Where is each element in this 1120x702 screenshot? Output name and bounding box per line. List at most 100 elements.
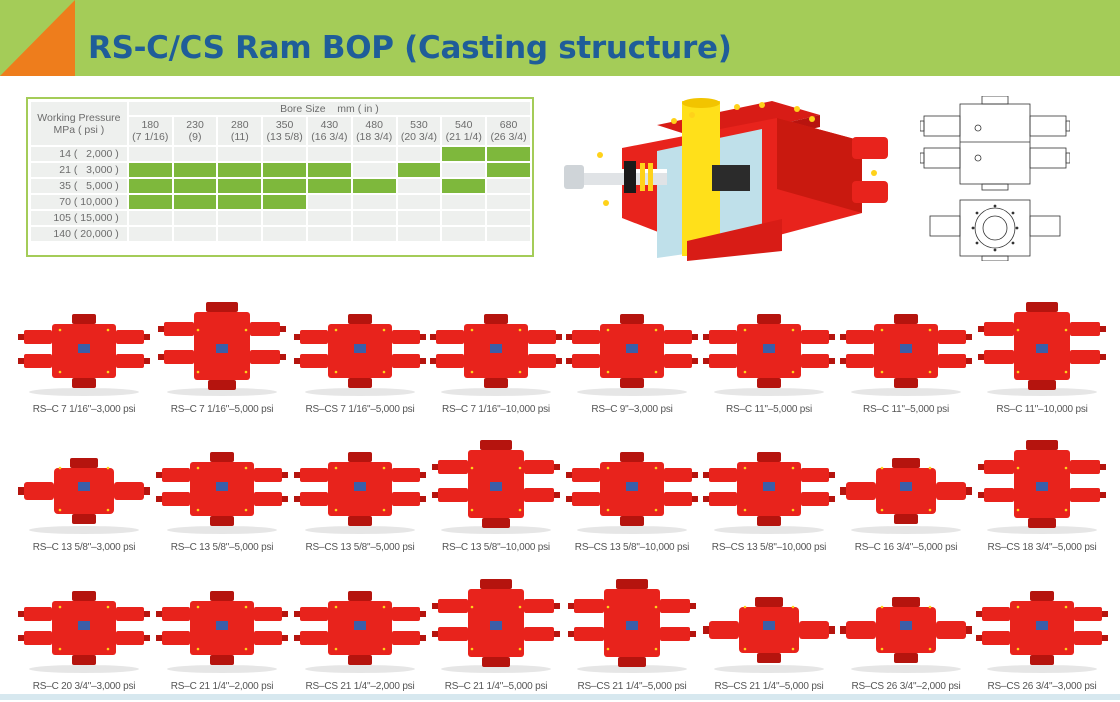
available-cell	[128, 163, 172, 177]
empty-cell	[397, 195, 441, 209]
empty-cell	[263, 147, 306, 161]
bore-size-mm: 430	[320, 119, 339, 131]
empty-cell	[218, 227, 262, 241]
available-cell	[442, 179, 486, 193]
bore-size-mm: 280	[231, 119, 249, 131]
bop-product-image	[18, 591, 150, 673]
bore-size-mm: 350	[275, 119, 294, 131]
available-cell	[173, 195, 217, 209]
bore-size-col-180: 180(7 1/16)	[128, 117, 172, 145]
bore-size-in: (7 1/16)	[132, 131, 169, 143]
gallery-item: RS–C 13 5/8"–5,000 psi	[156, 438, 288, 563]
pressure-label: 140 ( 20,000 )	[31, 227, 127, 241]
available-cell	[307, 163, 351, 177]
gallery-item: RS–CS 7 1/16"–5,000 psi	[294, 300, 426, 425]
pressure-row: 14 ( 2,000 )	[31, 147, 530, 161]
bore-size-col-480: 480(18 3/4)	[352, 117, 396, 145]
product-caption: RS–C 11"–10,000 psi	[996, 404, 1088, 415]
bop-product-image	[156, 452, 288, 534]
gallery-item: RS–C 21 1/4"–5,000 psi	[430, 577, 562, 702]
bop-line-drawing	[920, 96, 1070, 261]
available-cell	[173, 179, 217, 193]
bore-size-in: (11)	[230, 131, 249, 143]
product-caption: RS–CS 21 1/4"–2,000 psi	[305, 681, 415, 692]
gallery-item: RS–C 11"–5,000 psi	[703, 300, 835, 425]
available-cell	[263, 163, 306, 177]
bore-size-in: (18 3/4)	[356, 131, 393, 143]
pressure-label: 70 ( 10,000 )	[31, 195, 127, 209]
empty-cell	[397, 211, 441, 225]
empty-cell	[442, 195, 486, 209]
bop-product-image	[566, 314, 698, 396]
available-cell	[307, 179, 351, 193]
bore-size-col-430: 430(16 3/4)	[307, 117, 351, 145]
pressure-row: 105 ( 15,000 )	[31, 211, 530, 225]
empty-cell	[352, 195, 396, 209]
gallery-item: RS–CS 13 5/8"–10,000 psi	[703, 438, 835, 563]
gallery-item: RS–C 11"–10,000 psi	[976, 300, 1108, 425]
empty-cell	[487, 195, 530, 209]
product-caption: RS–C 13 5/8"–5,000 psi	[170, 542, 274, 553]
bore-size-mm: 230	[186, 119, 204, 131]
product-caption: RS–C 11"–5,000 psi	[726, 404, 812, 415]
available-cell	[397, 163, 441, 177]
bore-size-mm: 530	[410, 119, 428, 131]
empty-cell	[173, 211, 217, 225]
available-cell	[128, 179, 172, 193]
empty-cell	[218, 147, 262, 161]
empty-cell	[128, 147, 172, 161]
gallery-item: RS–C 20 3/4"–3,000 psi	[18, 577, 150, 702]
available-cell	[218, 195, 262, 209]
bop-product-image	[294, 314, 426, 396]
available-cell	[352, 179, 396, 193]
bore-size-in: (26 3/4)	[490, 131, 527, 143]
bore-size-in: (9)	[188, 131, 202, 143]
product-caption: RS–CS 26 3/4"–3,000 psi	[987, 681, 1097, 692]
bore-size-mm: 480	[365, 119, 383, 131]
bop-product-image	[18, 458, 150, 534]
bop-product-image	[568, 579, 696, 673]
bop-product-image	[566, 452, 698, 534]
available-cell	[487, 147, 530, 161]
available-cell	[442, 147, 486, 161]
empty-cell	[352, 163, 396, 177]
gallery-item: RS–CS 18 3/4"–5,000 psi	[976, 438, 1108, 563]
working-pressure-label: Working Pressure	[37, 111, 121, 124]
gallery-item: RS–C 21 1/4"–2,000 psi	[156, 577, 288, 702]
empty-cell	[352, 227, 396, 241]
bop-product-image	[840, 314, 972, 396]
bop-product-image	[158, 302, 286, 396]
product-caption: RS–CS 18 3/4"–5,000 psi	[987, 542, 1097, 553]
gallery-item: RS–CS 26 3/4"–2,000 psi	[840, 577, 972, 702]
bore-size-col-540: 540(21 1/4)	[442, 117, 486, 145]
gallery-item: RS–C 13 5/8"–3,000 psi	[18, 438, 150, 563]
bore-size-row: 180(7 1/16)230(9)280(11)350(13 5/8)430(1…	[31, 117, 530, 145]
bore-size-mm: 540	[454, 119, 473, 131]
empty-cell	[263, 211, 306, 225]
empty-cell	[307, 211, 351, 225]
bore-size-in: (16 3/4)	[311, 131, 348, 143]
empty-cell	[352, 211, 396, 225]
bop-product-image	[978, 302, 1106, 396]
bop-product-image	[703, 314, 835, 396]
product-caption: RS–C 7 1/16"–3,000 psi	[32, 404, 136, 415]
empty-cell	[397, 227, 441, 241]
bore-size-col-680: 680(26 3/4)	[487, 117, 530, 145]
bore-size-header: Bore Size mm ( in )	[128, 102, 530, 115]
gallery-item: RS–CS 13 5/8"–10,000 psi	[566, 438, 698, 563]
empty-cell	[352, 147, 396, 161]
product-caption: RS–C 21 1/4"–2,000 psi	[170, 681, 274, 692]
bore-size-mm: 680	[499, 119, 518, 131]
bop-product-image	[703, 452, 835, 534]
gallery-item: RS–C 13 5/8"–10,000 psi	[430, 438, 562, 563]
empty-cell	[173, 147, 217, 161]
gallery-item: RS–CS 21 1/4"–2,000 psi	[294, 577, 426, 702]
available-cell	[218, 179, 262, 193]
product-caption: RS–C 13 5/8"–3,000 psi	[32, 542, 136, 553]
empty-cell	[397, 147, 441, 161]
product-caption: RS–C 7 1/16"–5,000 psi	[170, 404, 274, 415]
spec-table-frame: Working Pressure MPa ( psi ) Bore Size m…	[26, 97, 534, 257]
spec-table-body: 14 ( 2,000 )21 ( 3,000 )35 ( 5,000 )70 (…	[31, 147, 530, 241]
bop-product-image	[840, 597, 972, 673]
available-cell	[263, 195, 306, 209]
